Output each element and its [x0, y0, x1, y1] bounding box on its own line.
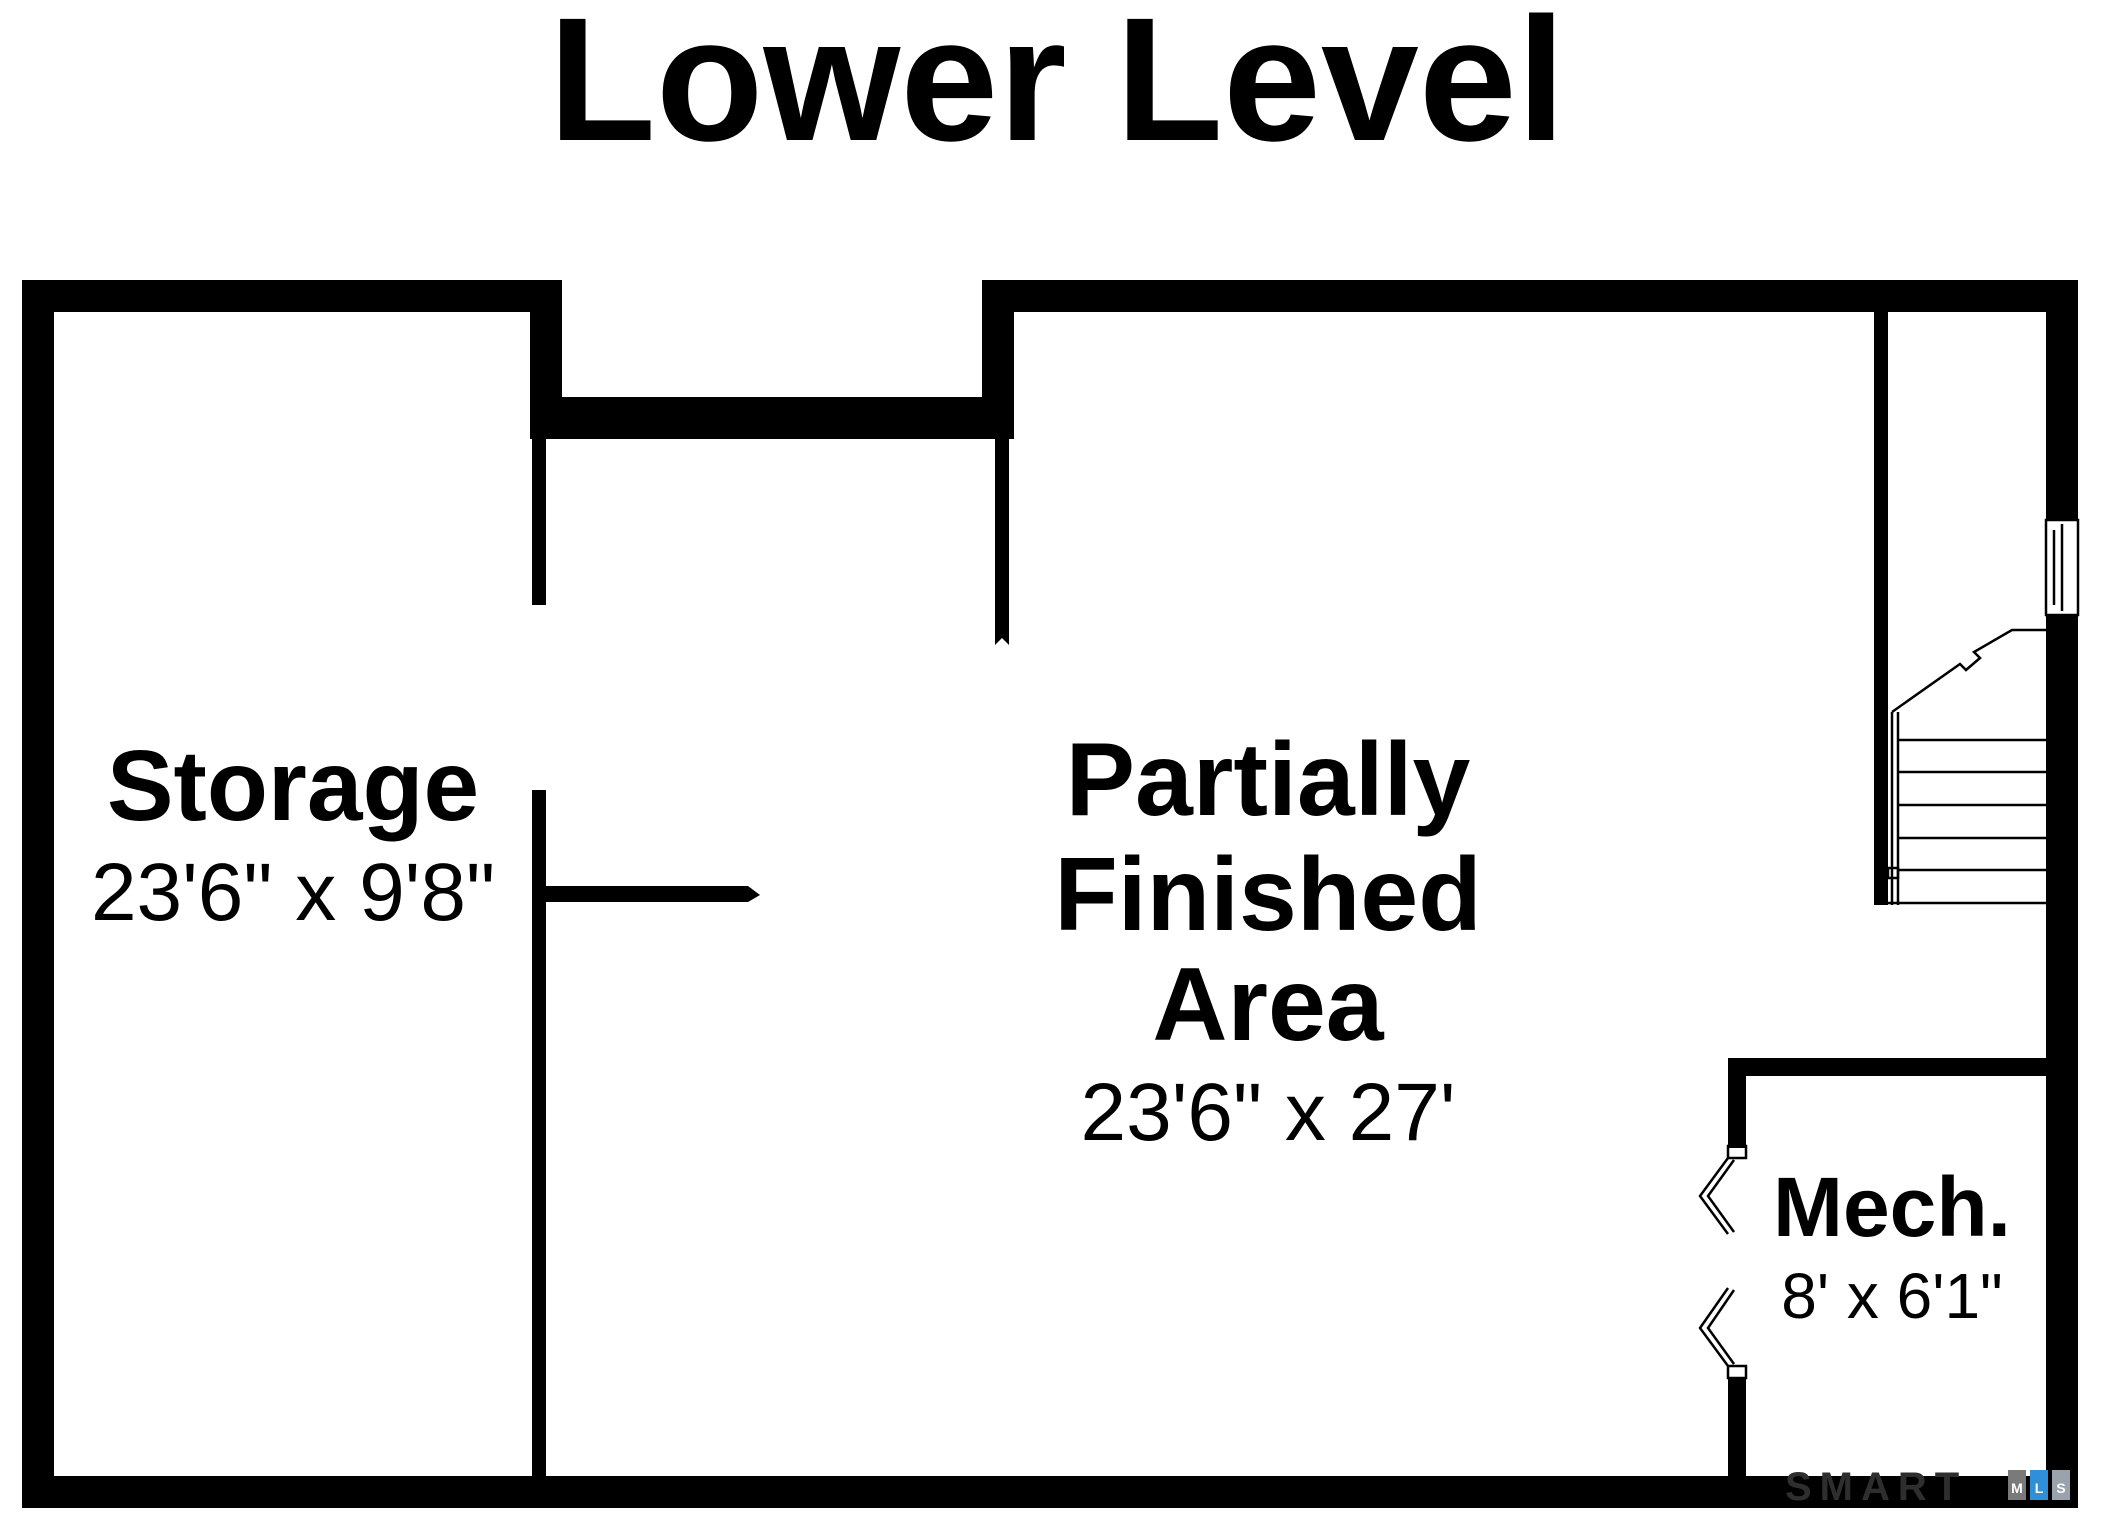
smart-mls-logo: SMART M L S — [1785, 1465, 2070, 1509]
logo-box-l — [2030, 1470, 2048, 1500]
mech-door-lower — [1698, 1287, 1748, 1380]
finished-area-label-line-2: Finished — [1054, 837, 1482, 953]
mech-door-upper — [1698, 1144, 1748, 1235]
logo-text: SMART — [1785, 1465, 1967, 1509]
logo-box-m — [2008, 1470, 2026, 1500]
interior-walls — [532, 310, 2050, 1490]
logo-letter-m: M — [2011, 1480, 2023, 1496]
logo-letter-l: L — [2035, 1480, 2044, 1496]
stairs — [1886, 628, 2046, 905]
logo-letter-s: S — [2056, 1480, 2065, 1496]
window — [2044, 518, 2080, 617]
finished-area-label-line-3: Area — [1152, 947, 1384, 1063]
storage-dimensions: 23'6" x 9'8" — [91, 847, 495, 938]
plan-title: Lower Level — [548, 0, 1565, 178]
mech-label: Mech. — [1773, 1160, 2011, 1254]
storage-label: Storage — [107, 730, 479, 842]
finished-area-dimensions: 23'6" x 27' — [1080, 1067, 1455, 1158]
mech-dimensions: 8' x 6'1" — [1781, 1260, 2003, 1332]
finished-area-label-line-1: Partially — [1066, 722, 1471, 838]
logo-box-s — [2052, 1470, 2070, 1500]
